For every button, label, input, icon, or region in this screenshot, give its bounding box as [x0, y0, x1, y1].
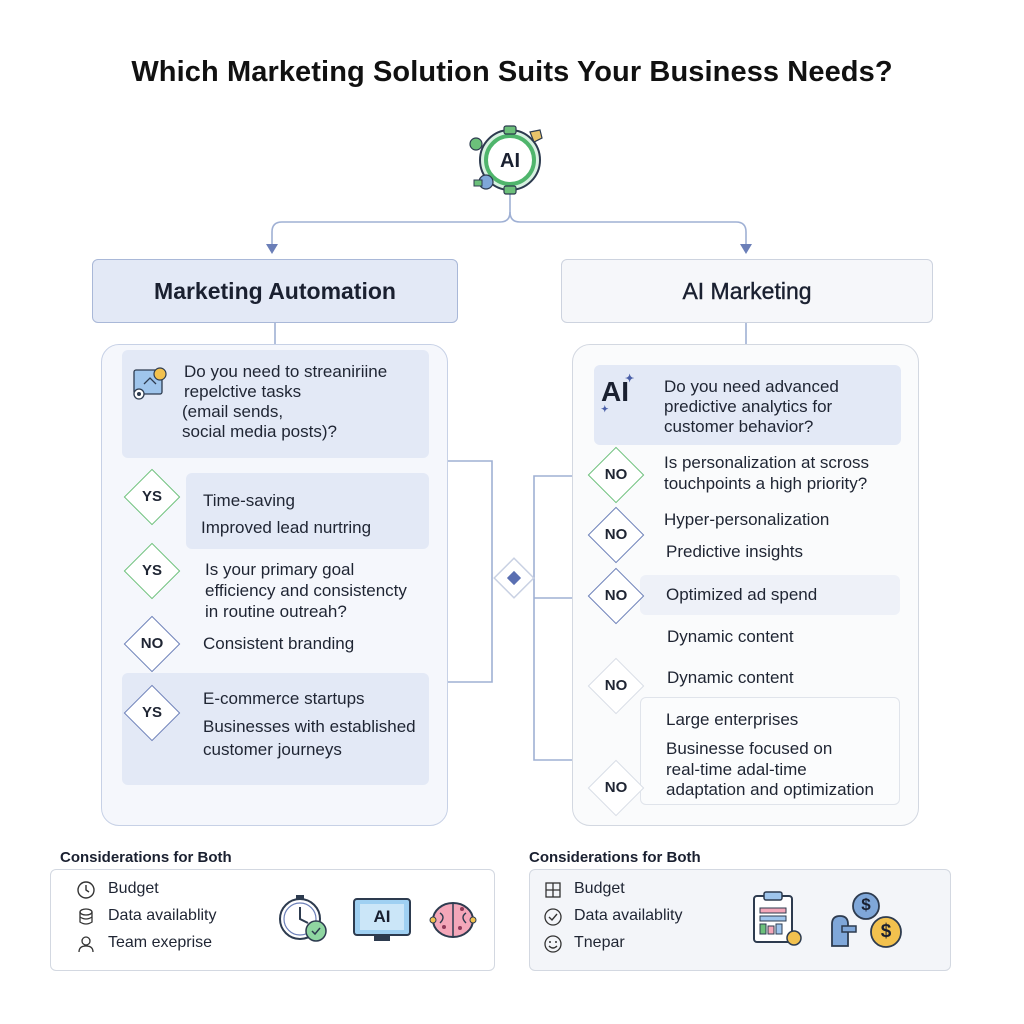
cons-left-data: Data availablity: [108, 907, 217, 924]
left-no1-label: NO: [140, 635, 164, 652]
left-fit-established: Businesses with established: [203, 717, 416, 736]
right-no5-label: NO: [604, 779, 628, 796]
left-question2-line2: efficiency and consistencty: [205, 581, 407, 600]
right-fits-card: [640, 697, 900, 805]
right-benefit-hyper-personalization: Hyper-personalization: [664, 510, 830, 529]
junction-diamond: [493, 557, 535, 599]
right-no1-label: NO: [604, 466, 628, 483]
left-fit-journeys: customer journeys: [203, 740, 342, 759]
left-fits-card: [122, 673, 429, 785]
right-benefit-ad-spend: Optimized ad spend: [666, 585, 818, 604]
cons-right-tnepar: Tnepar: [574, 934, 625, 951]
considerations-right-title: Considerations for Both: [529, 849, 701, 866]
grid-icon: [543, 880, 563, 905]
right-fit-line3: real-time adal-time: [666, 760, 807, 779]
dollar-symbol-2: $: [880, 921, 892, 942]
left-yes2-label: YS: [141, 562, 162, 579]
left-yes3-label: YS: [141, 704, 162, 721]
connector-top-right: [509, 211, 747, 246]
left-question1-line2: repelctive tasks: [184, 382, 302, 401]
left-question1-line4: social media posts)?: [182, 422, 337, 441]
right-fit-large-enterprises: Large enterprises: [666, 710, 799, 729]
left-question1-line3: (email sends,: [182, 402, 284, 421]
right-question1-line3: customer behavior?: [664, 417, 814, 436]
clipboard-chart-icon: [750, 890, 806, 953]
marketing-automation-header: Marketing Automation: [92, 259, 458, 323]
person-dollar-icon: $ $: [828, 890, 906, 952]
right-no2-label: NO: [604, 526, 628, 543]
left-yes1-label: YS: [141, 488, 162, 505]
right-benefit-dynamic-content-2: Dynamic content: [667, 668, 794, 687]
page-title: Which Marketing Solution Suits Your Busi…: [131, 56, 893, 88]
left-benefit-time-saving: Time-saving: [203, 491, 295, 510]
smile-icon: [543, 934, 563, 959]
ai-sparkle-label: AI: [601, 376, 629, 407]
clock-icon: [76, 880, 96, 905]
ai-monitor-label: AI: [373, 907, 391, 926]
right-question2-line2: touchpoints a high priority?: [664, 474, 868, 493]
right-question2-line1: Is personalization at scross: [664, 453, 870, 472]
cons-left-team: Team exeprise: [108, 934, 213, 951]
ai-marketing-header: AI Marketing: [561, 259, 933, 323]
right-no3-label: NO: [604, 587, 628, 604]
right-question1-line1: Do you need advanced: [664, 377, 839, 396]
automation-tools-icon: [130, 364, 172, 411]
dollar-symbol-1: $: [861, 895, 871, 914]
cons-right-budget: Budget: [574, 880, 625, 897]
left-benefits-card: [186, 473, 429, 549]
left-branding: Consistent branding: [203, 634, 355, 653]
ai-gear-icon: AI: [466, 124, 556, 196]
left-question1-line1: Do you need to streaniriine: [184, 362, 388, 381]
right-fit-line4: adaptation and optimization: [666, 780, 874, 799]
right-question1-line2: predictive analytics for: [664, 397, 833, 416]
ai-sparkle-icon: AI ✦ ✦: [601, 373, 635, 414]
brain-icon: [428, 895, 478, 950]
ai-monitor-icon: AI: [352, 897, 412, 943]
right-benefit-dynamic-content-1: Dynamic content: [667, 627, 794, 646]
considerations-left-title: Considerations for Both: [60, 849, 232, 866]
team-icon: [76, 934, 96, 959]
considerations-left-box: [50, 869, 495, 971]
right-question1-card: [594, 365, 901, 445]
left-question2-line3: in routine outreah?: [205, 602, 347, 621]
right-benefit-predictive-insights: Predictive insights: [666, 542, 804, 561]
connector-top-left: [271, 192, 511, 246]
left-benefit-lead-nurturing: Improved lead nurtring: [201, 518, 372, 537]
database-icon: [76, 907, 96, 932]
ai-icon-label: AI: [500, 150, 520, 172]
right-no4-label: NO: [604, 677, 628, 694]
left-fit-ecommerce: E-commerce startups: [203, 689, 365, 708]
check-circle-icon: [543, 907, 563, 932]
connector-right-top: [533, 475, 590, 578]
stopwatch-icon: [276, 891, 332, 952]
cons-left-budget: Budget: [108, 880, 159, 897]
right-fit-line2: Businesse focused on: [666, 739, 833, 758]
right-ad-spend-card: [640, 575, 900, 615]
cons-right-data: Data availablity: [574, 907, 683, 924]
left-question2-line1: Is your primary goal: [205, 560, 355, 579]
left-question1-card: [122, 350, 429, 458]
